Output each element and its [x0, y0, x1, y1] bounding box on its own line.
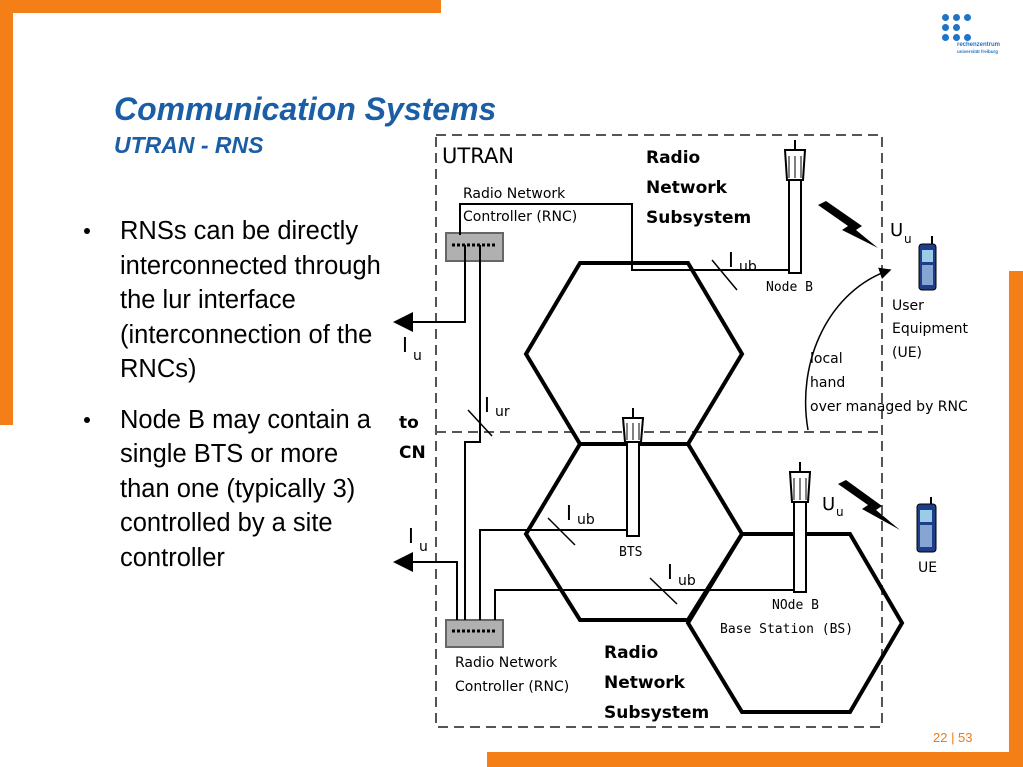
- bullet-item: Node B may contain a single BTS or more …: [84, 403, 384, 576]
- to-cn-label-line2: CN: [399, 443, 426, 463]
- bullet-dot-icon: [84, 416, 90, 423]
- iub-tick-top: [711, 259, 738, 291]
- handover-label-line2: hand: [810, 375, 845, 391]
- radio-link-bolt-icon: [818, 201, 878, 248]
- page-number: 22 | 53: [933, 730, 973, 745]
- iub-label-bottom-sub: ub: [678, 573, 696, 589]
- logo-text: rechenzentrum universität freiburg: [957, 42, 1000, 55]
- rnc-top-label-line1: Radio Network: [463, 186, 566, 202]
- iub-line-bts: [479, 520, 629, 620]
- logo-dot: [953, 14, 960, 21]
- ue-top-label-line1: User: [892, 298, 924, 314]
- iu-label-top: I: [402, 333, 408, 357]
- iu-label-bottom-sub: u: [419, 539, 428, 555]
- handover-arrow: [804, 267, 892, 431]
- radio-link-bolt-icon: [838, 480, 900, 530]
- logo-dot: [964, 34, 971, 41]
- iub-tick-bts: [547, 517, 576, 546]
- logo-dot: [942, 24, 949, 31]
- mobile-phone-icon: [916, 497, 937, 553]
- logo-line-2: universität freiburg: [957, 49, 999, 54]
- utran-label: UTRAN: [442, 144, 514, 168]
- rns-bottom-label-line1: Radio: [604, 643, 658, 663]
- iub-line-node-b-bottom: [494, 589, 797, 620]
- rnc-bottom-label-line1: Radio Network: [455, 655, 558, 671]
- rns-top-label-line2: Network: [646, 178, 728, 198]
- cell-hexagon-right: [685, 532, 905, 714]
- utran-rns-diagram: UTRAN Radio Network Controller (RNC) Rad…: [393, 134, 969, 728]
- rnc-bottom-box: [445, 619, 504, 648]
- iub-label-top-sub: ub: [739, 259, 757, 275]
- rnc-top-box: [445, 232, 504, 262]
- rns-bottom-label-line2: Network: [604, 673, 686, 693]
- mobile-phone-icon: [918, 236, 937, 291]
- iur-label-sub: ur: [495, 404, 510, 420]
- uu-label-top-sub: u: [904, 232, 912, 246]
- handover-label-line1: local: [810, 351, 843, 367]
- logo-dot: [942, 34, 949, 41]
- ue-top-label-line3: (UE): [892, 345, 922, 361]
- orange-frame-right: [1009, 271, 1023, 767]
- iu-line-top: [393, 245, 466, 332]
- logo-line-1: rechenzentrum: [957, 42, 1001, 48]
- orange-frame-top: [0, 0, 441, 13]
- iub-label-top: I: [728, 248, 734, 272]
- orange-frame-bottom: [487, 752, 1023, 767]
- antenna-icon: [783, 140, 807, 274]
- node-b-bottom-label: NOde B: [772, 598, 819, 613]
- slide-title: Communication Systems: [114, 91, 497, 127]
- ue-bottom-label: UE: [918, 560, 937, 576]
- rns-top-label-line3: Subsystem: [646, 208, 751, 228]
- uu-label-top: U: [890, 220, 903, 241]
- logo-dot: [964, 14, 971, 21]
- orange-frame-left: [0, 0, 13, 425]
- logo-dot: [953, 34, 960, 41]
- bullet-text: Node B may contain a single BTS or more …: [120, 405, 371, 572]
- iub-tick-bottom: [649, 577, 678, 605]
- iu-line-bottom: [393, 552, 458, 620]
- iur-tick: [467, 409, 493, 437]
- bullet-dot-icon: [84, 228, 90, 234]
- node-b-top-label: Node B: [766, 280, 813, 295]
- base-station-label: Base Station (BS): [720, 622, 853, 637]
- iur-label: I: [484, 393, 490, 417]
- antenna-icon: [621, 408, 645, 537]
- uu-label-bottom-sub: u: [836, 505, 844, 519]
- ue-top-label-line2: Equipment: [892, 321, 969, 337]
- iur-line: [464, 245, 481, 620]
- to-cn-label-line1: to: [399, 413, 419, 433]
- logo-dot: [953, 24, 960, 31]
- bullet-list: RNSs can be directly interconnected thro…: [84, 214, 384, 591]
- uu-label-bottom: U: [822, 494, 835, 515]
- antenna-icon: [788, 462, 812, 593]
- rns-top-label-line1: Radio: [646, 148, 700, 168]
- rnc-top-label-line2: Controller (RNC): [463, 209, 577, 225]
- handover-label-line3: over managed by RNC: [810, 399, 968, 415]
- iub-label-bts: I: [566, 501, 572, 525]
- rnc-bottom-label-line2: Controller (RNC): [455, 679, 569, 695]
- iub-label-bottom: I: [667, 560, 673, 584]
- bullet-item: RNSs can be directly interconnected thro…: [84, 214, 384, 387]
- iu-label-top-sub: u: [413, 348, 422, 364]
- iu-label-bottom: I: [408, 524, 414, 548]
- slide-subtitle: UTRAN - RNS: [114, 132, 264, 158]
- bts-label: BTS: [619, 545, 642, 560]
- logo-dot: [942, 14, 949, 21]
- iub-line-top: [459, 203, 790, 271]
- bullet-text: RNSs can be directly interconnected thro…: [120, 217, 381, 383]
- rns-bottom-label-line3: Subsystem: [604, 703, 709, 723]
- iub-label-bts-sub: ub: [577, 512, 595, 528]
- university-logo: rechenzentrum universität freiburg: [939, 14, 1015, 60]
